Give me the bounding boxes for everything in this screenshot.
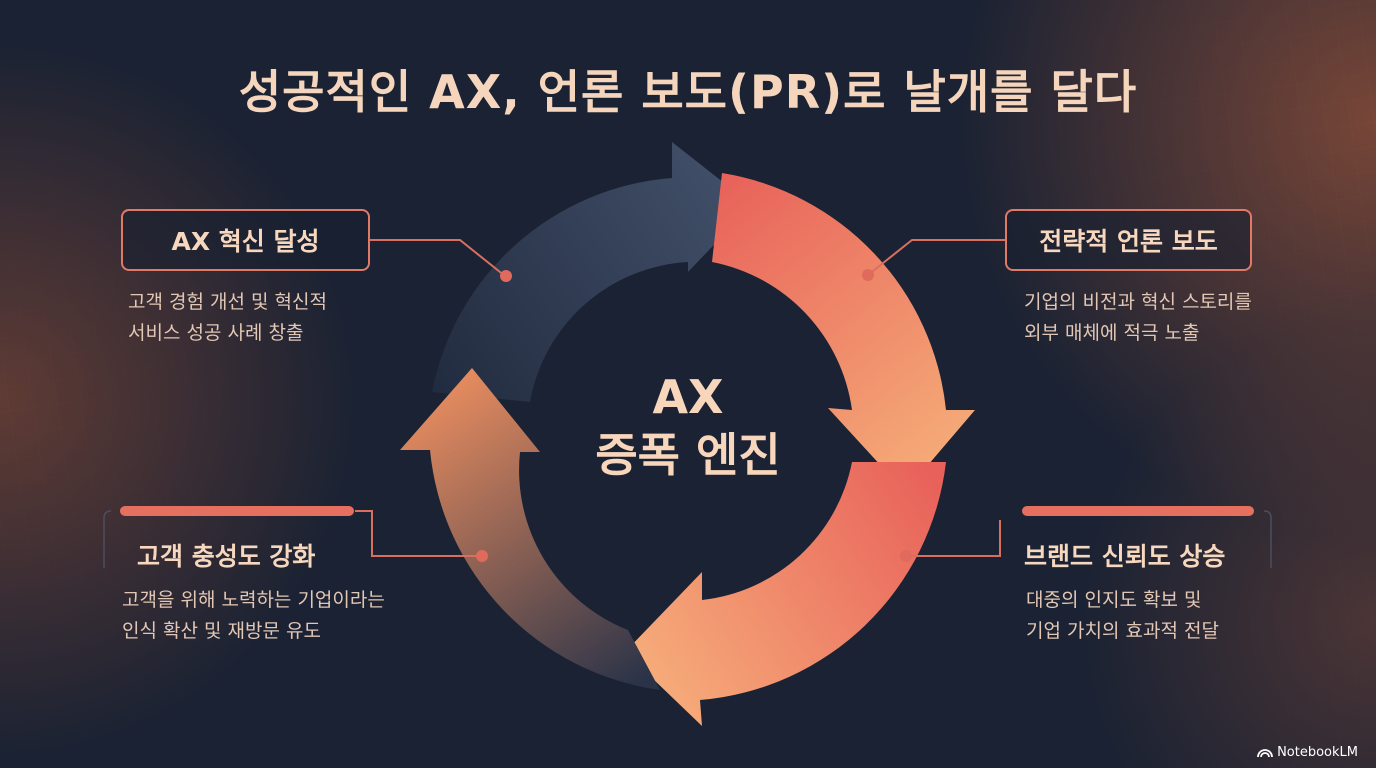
stage-desc-line: 기업 가치의 효과적 전달 (1026, 620, 1219, 642)
stage-desc-brand-trust: 대중의 인지도 확보 및 기업 가치의 효과적 전달 (1026, 585, 1219, 647)
stage-desc-strategic-pr: 기업의 비전과 혁신 스토리를 외부 매체에 적극 노출 (1024, 287, 1252, 349)
stage-desc-line: 인식 확산 및 재방문 유도 (122, 620, 321, 642)
cycle-arrow-left (400, 368, 660, 690)
stage-desc-customer-loyalty: 고객을 위해 노력하는 기업이라는 인식 확산 및 재방문 유도 (122, 585, 385, 647)
connector-line-top-right (867, 239, 1005, 276)
stage-desc-line: 기업의 비전과 혁신 스토리를 (1024, 291, 1252, 313)
stage-label-text: 전략적 언론 보도 (1039, 227, 1218, 256)
stage-desc-line: 고객을 위해 노력하는 기업이라는 (122, 589, 385, 611)
stage-label-ax-innovation: AX 혁신 달성 (121, 209, 370, 271)
card-frame-bottom-right (1263, 510, 1272, 568)
stage-label-strategic-pr: 전략적 언론 보도 (1005, 209, 1252, 271)
page-title: 성공적인 AX, 언론 보도(PR)로 날개를 달다 (238, 65, 1138, 119)
stage-label-brand-trust: 브랜드 신뢰도 상승 (1024, 542, 1226, 571)
stage-desc-line: 외부 매체에 적극 노출 (1024, 322, 1200, 344)
stage-label-text: AX 혁신 달성 (171, 227, 320, 256)
connector-line-bottom-right (906, 520, 1001, 557)
connector-dot-top-right (862, 269, 874, 281)
cycle-arrow-bottom (625, 462, 946, 726)
stage-desc-line: 고객 경험 개선 및 혁신적 (128, 291, 327, 313)
connector-line-top-left (370, 239, 506, 277)
connector-line-bottom-left (355, 510, 482, 557)
center-line-2: 증폭 엔진 (595, 428, 781, 482)
center-line-1: AX (652, 370, 724, 424)
stage-desc-line: 서비스 성공 사례 창출 (128, 322, 304, 344)
connector-dot-top-left (500, 270, 512, 282)
connector-dot-bottom-left (476, 550, 488, 562)
center-engine-label: AX 증폭 엔진 (548, 368, 828, 484)
stage-desc-ax-innovation: 고객 경험 개선 및 혁신적 서비스 성공 사례 창출 (128, 287, 327, 349)
accent-bar-bottom-left (120, 506, 354, 516)
brand-watermark: NotebookLM (1257, 745, 1358, 760)
accent-bar-bottom-right (1022, 506, 1254, 516)
cycle-arrow-right (712, 173, 975, 492)
stage-label-customer-loyalty: 고객 충성도 강화 (137, 542, 316, 571)
brand-name: NotebookLM (1277, 745, 1358, 760)
stage-desc-line: 대중의 인지도 확보 및 (1026, 589, 1202, 611)
connector-dot-bottom-right (900, 550, 912, 562)
notebooklm-logo-icon (1257, 749, 1273, 758)
cycle-arrow-top (432, 142, 752, 402)
card-frame-bottom-left (103, 510, 112, 568)
